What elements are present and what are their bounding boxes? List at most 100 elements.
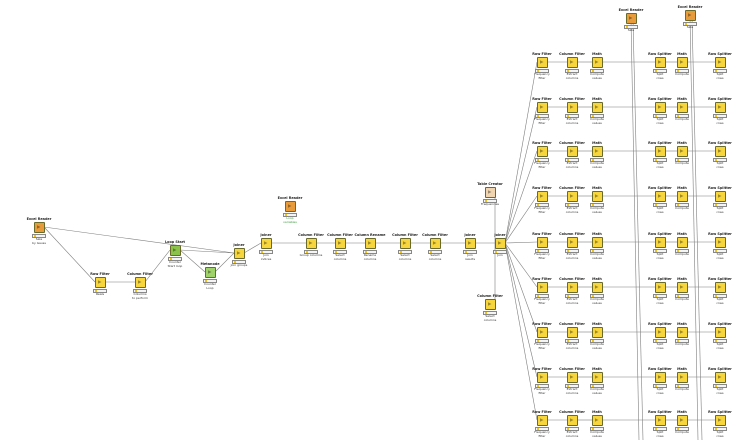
node-icon[interactable] (714, 415, 726, 426)
connection-line[interactable] (504, 241, 538, 244)
node-icon[interactable] (654, 191, 666, 202)
connection-line[interactable] (179, 249, 206, 273)
connection-line[interactable] (504, 242, 538, 378)
connection-line[interactable] (214, 252, 235, 273)
node-icon[interactable] (654, 57, 666, 68)
connection-line[interactable] (43, 226, 96, 283)
connection-line[interactable] (689, 16, 699, 441)
node-icon[interactable] (714, 372, 726, 383)
connection-line[interactable] (504, 150, 538, 244)
node-icon[interactable] (714, 146, 726, 157)
node-icon[interactable] (484, 299, 496, 310)
node-icon[interactable] (284, 201, 296, 212)
node-icon[interactable] (566, 372, 578, 383)
node-icon[interactable] (305, 238, 317, 249)
connection-line[interactable] (504, 106, 538, 244)
node-icon[interactable] (684, 10, 696, 21)
node-icon[interactable] (714, 191, 726, 202)
node-icon[interactable] (676, 57, 688, 68)
node-icon[interactable] (484, 187, 496, 198)
connection-line[interactable] (144, 249, 171, 283)
node-icon[interactable] (654, 415, 666, 426)
node-icon[interactable] (676, 237, 688, 248)
node-icon[interactable] (654, 237, 666, 248)
node-icon[interactable] (566, 282, 578, 293)
node-icon[interactable] (714, 57, 726, 68)
node-icon[interactable] (94, 277, 106, 288)
node-icon[interactable] (536, 372, 548, 383)
node-icon[interactable] (536, 415, 548, 426)
node-icon[interactable] (536, 282, 548, 293)
node-icon[interactable] (169, 245, 181, 256)
node-icon[interactable] (204, 267, 216, 278)
node-icon[interactable] (536, 237, 548, 248)
connection-line[interactable] (504, 195, 538, 244)
node-icon[interactable] (591, 372, 603, 383)
node-icon[interactable] (591, 191, 603, 202)
connection-line[interactable] (630, 19, 640, 441)
node-icon[interactable] (536, 102, 548, 113)
node-icon[interactable] (654, 146, 666, 157)
node-icon[interactable] (429, 238, 441, 249)
connection-line[interactable] (504, 242, 538, 333)
connection-line[interactable] (43, 226, 235, 254)
node-icon[interactable] (654, 327, 666, 338)
node-icon[interactable] (676, 102, 688, 113)
node-icon[interactable] (654, 102, 666, 113)
node-icon[interactable] (233, 248, 245, 259)
node-icon[interactable] (33, 222, 45, 233)
node-icon[interactable] (714, 102, 726, 113)
node-icon[interactable] (566, 146, 578, 157)
node-icon[interactable] (494, 238, 506, 249)
